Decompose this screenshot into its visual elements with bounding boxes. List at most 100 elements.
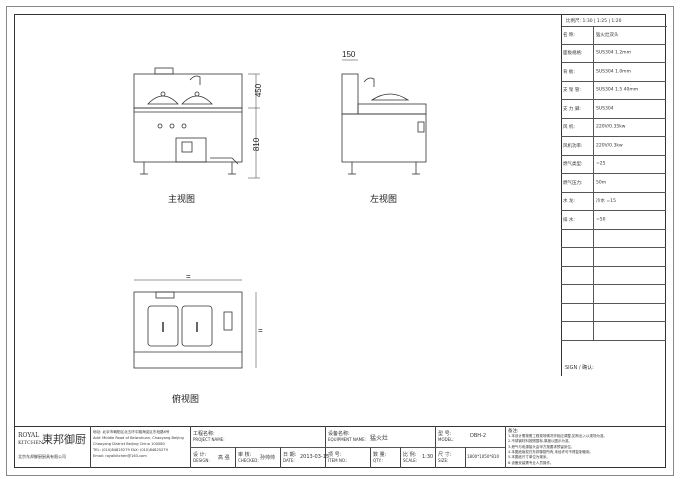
spec-value: 冷水 =15 <box>596 199 616 205</box>
design-label: 设 计: <box>193 452 207 458</box>
model-label: 型 号: <box>438 431 452 437</box>
spec-label: 风机功率: <box>563 143 583 149</box>
spec-row: 名 称: 猛火灶双头 <box>561 26 666 45</box>
company-name: 北京东邦御厨厨具有限公司 <box>18 454 66 459</box>
spec-label: 面板规格: <box>563 51 583 57</box>
note-line: 2.不锈钢材料按照国标,厚度以图示为准。 <box>508 439 572 444</box>
date-label: 日 期: <box>283 452 297 458</box>
scale-text: 比例尺: 1:30 | 1:25 | 1:20 <box>566 19 622 24</box>
design-label-en: DESIGN: <box>193 458 210 463</box>
spec-label: 名 称: <box>563 32 575 38</box>
equipment-label: 设备名称: <box>328 431 350 437</box>
spec-value: =25 <box>596 161 606 167</box>
spec-empty-row <box>561 322 666 341</box>
spec-empty-row <box>561 303 666 322</box>
checked-value: 孙帅帅 <box>260 455 276 461</box>
top-view-drawing <box>133 279 257 369</box>
note-line: 4.本图纸版权归东邦御厨所有,未经许可不得复制使用。 <box>508 449 593 454</box>
dim-450: 450 <box>254 83 264 98</box>
note-line: 1.本设计需按照工程现场情况作相应调整,如有出入以现场为准。 <box>508 434 607 438</box>
spec-row: 燃气类型: =25 <box>561 155 666 174</box>
left-view-drawing <box>341 59 427 175</box>
outer-frame <box>6 6 674 476</box>
item-label-en: ITEM NO.: <box>328 458 348 463</box>
equipment-value: 猛火灶 <box>370 435 389 442</box>
date-value: 2013-03-15 <box>300 454 330 460</box>
spec-label: 支 力 脚: <box>563 106 581 112</box>
front-view-drawing <box>133 67 260 179</box>
scale-value: 1:30 <box>422 454 434 460</box>
spec-value: 220V/0.3kw <box>596 143 623 149</box>
project-label: 工程名称: <box>193 431 215 437</box>
checked-label: 审 核: <box>238 452 252 458</box>
spec-label: 排 水: <box>563 217 575 223</box>
spec-panel <box>561 14 667 376</box>
drawing-sheet <box>14 14 666 468</box>
brand-en-royal: ROYAL <box>18 432 40 439</box>
spec-row: 燃气压力: 50m <box>561 174 666 193</box>
tel-fax: TEL: (010)84825279 FAX: (010)84825279 <box>93 448 168 452</box>
qty-label: 数 量: <box>373 452 387 458</box>
qty-label-en: QTY.: <box>373 458 383 463</box>
spec-value: SUS304 <box>596 106 614 112</box>
spec-value: SUS304 1.2mm <box>596 50 631 56</box>
spec-row: 风 机: 220V/0.35kw <box>561 118 666 137</box>
top-view-label: 俯视图 <box>172 395 200 405</box>
spec-label: 风 机: <box>563 125 575 131</box>
project-label-en: PROJECT NAME: <box>193 437 225 442</box>
item-label: 项 号: <box>328 452 342 458</box>
spec-label: 支 架 管: <box>563 88 581 94</box>
spec-empty-row <box>561 248 666 267</box>
dim-810: 810 <box>252 137 262 152</box>
email: Email: royalkitchen@163.com <box>93 454 147 458</box>
spec-label: 燃气类型: <box>563 162 583 168</box>
scale-label-en: SCALE: <box>403 458 418 463</box>
spec-row: 支 架 管: SUS304 1.5 40mm <box>561 81 666 100</box>
spec-label: 燃气压力: <box>563 180 583 186</box>
spec-empty-row <box>561 285 666 304</box>
dim-150: 150 <box>342 50 356 59</box>
size-value: 1800*1050*810 <box>467 454 499 459</box>
scale-label: 比 例: <box>403 452 417 458</box>
model-value: DBH-2 <box>470 433 487 439</box>
size-label: 尺 寸: <box>438 452 452 458</box>
spec-label: 背 板: <box>563 69 575 75</box>
sign-label: SIGN / 确认: <box>565 365 594 371</box>
spec-row: 风机功率: 220V/0.3kw <box>561 137 666 156</box>
brand-en-kitchen: KITCHEN <box>18 440 44 446</box>
note-line: 6.设备安装需专业人员操作。 <box>508 460 554 465</box>
brand-cn: 東邦御厨 <box>42 433 86 446</box>
address-line-1: 地址: 北京市朝阳区北五环中路海淀区东段路6号 <box>93 430 170 434</box>
spec-label: 水 龙: <box>563 199 575 205</box>
spec-value: SUS304 1.0mm <box>596 69 631 75</box>
front-view-label: 主视图 <box>168 195 196 205</box>
spec-value: 220V/0.35kw <box>596 124 626 130</box>
note-line: 3.燃气与电源接头由甲方按要求预留到位。 <box>508 444 575 449</box>
model-label-en: MODEL: <box>438 437 454 442</box>
spec-value: 50m <box>596 180 607 186</box>
spec-row: 水 龙: 冷水 =15 <box>561 192 666 211</box>
equipment-label-en: EQUIPMENT NAME: <box>328 437 366 442</box>
spec-row: 排 水: =50 <box>561 211 666 230</box>
date-label-en: DATE: <box>283 458 295 463</box>
address-line-3: Chaoyang District Beijing China 100080 <box>93 442 165 446</box>
spec-row: 面板规格: SUS304 1.2mm <box>561 44 666 63</box>
dim-depth: = <box>258 326 263 335</box>
spec-value: =50 <box>596 217 606 223</box>
left-view-label: 左视图 <box>370 195 398 205</box>
spec-row: 支 力 脚: SUS304 <box>561 100 666 119</box>
spec-value: 猛火灶双头 <box>596 32 619 38</box>
dim-width: = <box>186 272 191 281</box>
spec-empty-row <box>561 266 666 285</box>
address-line-2: Add: Middle Road of Beiwuhuan, Chaoyang … <box>93 436 184 440</box>
design-value: 高 强 <box>218 455 230 461</box>
title-block <box>14 426 666 469</box>
spec-value: SUS304 1.5 40mm <box>596 87 639 93</box>
spec-row: 背 板: SUS304 1.0mm <box>561 63 666 82</box>
size-label-en: SIZE: <box>438 458 449 463</box>
checked-label-en: CHECKED: <box>238 458 259 463</box>
notes-title: 备注: <box>508 429 519 434</box>
note-line: 5.本图纸尺寸单位为毫米。 <box>508 455 550 460</box>
spec-empty-row <box>561 229 666 248</box>
